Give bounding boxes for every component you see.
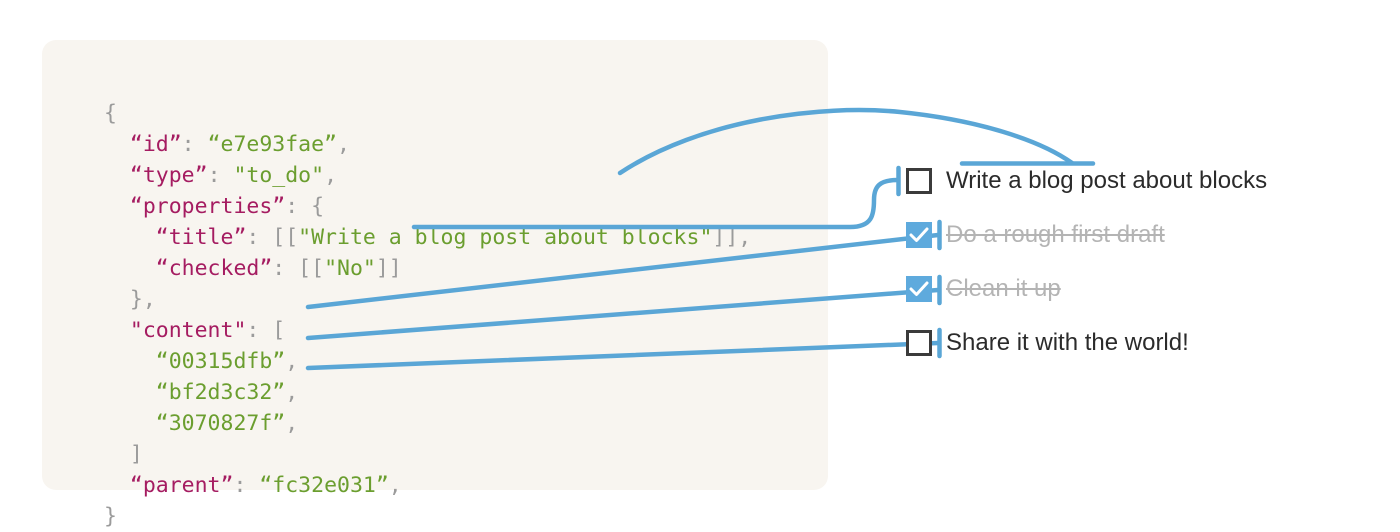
code-line: "content": [ — [104, 318, 285, 343]
code-line: “title”: [["Write a blog post about bloc… — [104, 225, 751, 250]
code-line: “id”: “e7e93fae”, — [104, 132, 350, 157]
todo-item[interactable]: Write a blog post about blocks — [906, 166, 1267, 196]
todo-item-label: Do a rough first draft — [946, 221, 1165, 248]
code-token: "content" — [129, 318, 247, 343]
code-token: ]] — [375, 256, 402, 281]
code-token: : [ — [246, 318, 286, 343]
code-token: “parent” — [129, 473, 234, 498]
todo-item-label: Share it with the world! — [946, 329, 1189, 356]
code-token: , — [285, 380, 299, 405]
code-token: “properties” — [129, 194, 286, 219]
checkbox-checked-icon[interactable] — [906, 276, 932, 302]
code-line: “bf2d3c32”, — [104, 380, 298, 405]
checkbox-unchecked-icon[interactable] — [906, 168, 932, 194]
code-token: { — [104, 101, 117, 126]
code-line: { — [104, 101, 117, 126]
code-token: : [[ — [246, 225, 299, 250]
code-line: “checked”: [["No"]] — [104, 256, 402, 281]
code-token: }, — [129, 287, 156, 312]
code-token: } — [104, 504, 117, 529]
code-token: , — [285, 349, 299, 374]
code-token: "to_do" — [233, 163, 325, 188]
todo-item-label: Clean it up — [946, 275, 1061, 302]
code-token: : { — [285, 194, 325, 219]
checkbox-unchecked-icon[interactable] — [906, 330, 932, 356]
todo-item[interactable]: Share it with the world! — [906, 328, 1189, 358]
code-line: “parent”: “fc32e031”, — [104, 473, 402, 498]
code-token: “checked” — [155, 256, 273, 281]
code-token: “00315dfb” — [155, 349, 286, 374]
code-token: : — [233, 473, 260, 498]
code-token: , — [285, 411, 299, 436]
code-token: "Write a blog post about blocks" — [298, 225, 713, 250]
code-token: “bf2d3c32” — [155, 380, 286, 405]
json-code-panel: { “id”: “e7e93fae”, “type”: "to_do", “pr… — [42, 40, 828, 529]
code-token: “3070827f” — [155, 411, 286, 436]
code-token: "No" — [324, 256, 376, 281]
code-token: , — [337, 132, 350, 157]
code-token: , — [388, 473, 402, 498]
code-line: }, — [104, 287, 156, 312]
code-line: “type”: "to_do", — [104, 163, 337, 188]
code-token: “title” — [155, 225, 247, 250]
code-token: ] — [129, 442, 143, 467]
code-line: “properties”: { — [104, 194, 324, 219]
todo-item-label: Write a blog post about blocks — [946, 167, 1268, 194]
checkbox-checked-icon[interactable] — [906, 222, 932, 248]
todo-item[interactable]: Clean it up — [906, 274, 1061, 304]
json-code-block: { “id”: “e7e93fae”, “type”: "to_do", “pr… — [104, 98, 751, 532]
code-token: “type” — [129, 163, 208, 188]
code-token: “e7e93fae” — [207, 132, 338, 157]
code-line: } — [104, 504, 117, 529]
code-token: ]], — [712, 225, 752, 250]
code-token: “fc32e031” — [259, 473, 389, 498]
code-token: : [[ — [272, 256, 325, 281]
code-token: : — [207, 163, 234, 188]
code-token: , — [324, 163, 338, 188]
todo-item[interactable]: Do a rough first draft — [906, 220, 1165, 250]
code-token: : — [181, 132, 208, 157]
code-line: ] — [104, 442, 143, 467]
code-token: “id” — [129, 132, 182, 157]
code-line: “00315dfb”, — [104, 349, 298, 374]
code-line: “3070827f”, — [104, 411, 298, 436]
